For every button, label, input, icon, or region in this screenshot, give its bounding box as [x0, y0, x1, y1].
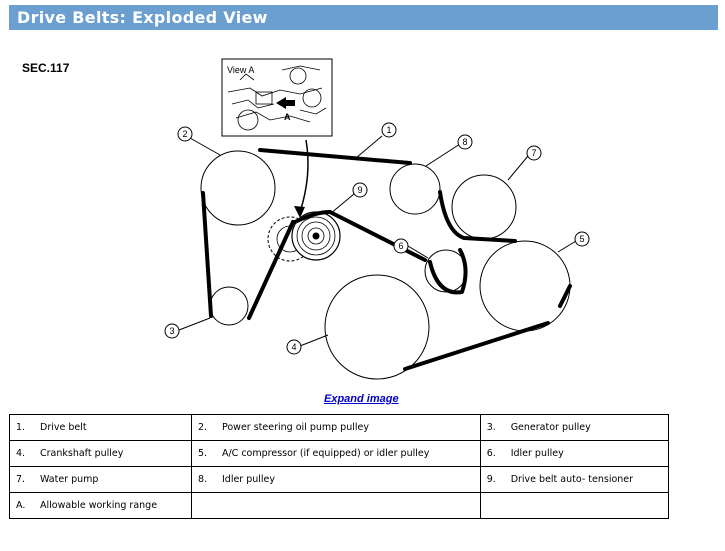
title-bar: Drive Belts: Exploded View: [9, 5, 718, 30]
idler-pulley-8: [389, 163, 441, 215]
table-row: 4. Crankshaft pulley 5. A/C compressor (if…: [9, 440, 670, 467]
legend-num: 7.: [16, 473, 26, 485]
legend-cell: A. Allowable working range: [9, 492, 192, 519]
belt-diagram: View A A: [164, 58, 590, 380]
callout-7: 7: [531, 148, 536, 158]
legend-num: 9.: [486, 473, 496, 485]
table-row: A. Allowable working range: [9, 492, 670, 519]
legend-num: 3.: [486, 421, 496, 433]
legend-num: 5.: [197, 447, 208, 459]
callout-leaders: [178, 135, 577, 347]
callout-5-bubble: [574, 231, 590, 247]
legend-label: Water pump: [40, 473, 99, 485]
legend-cell: [479, 492, 670, 519]
generator-pulley: [209, 286, 249, 326]
legend-label: A/C compressor (if equipped) or idler pu…: [221, 447, 430, 459]
legend-num: 6.: [486, 447, 496, 459]
ac-compressor-pulley: [479, 240, 571, 332]
callout-9-bubble: [352, 182, 368, 198]
callout-3: 3: [169, 326, 174, 336]
power-steering-pulley: [200, 150, 276, 226]
legend-num: 8.: [197, 473, 208, 485]
crankshaft-pulley: [324, 274, 430, 380]
legend-label: Idler pulley: [510, 447, 564, 459]
legend-cell: 1. Drive belt: [9, 414, 192, 441]
callouts: 1 2 3 4 5 6 7 8 9: [164, 122, 590, 355]
legend-cell: 3. Generator pulley: [479, 414, 670, 441]
table-row: 1. Drive belt 2. Power steering oil pump p…: [9, 414, 670, 441]
callout-1-bubble: [381, 122, 397, 138]
callout-8-bubble: [457, 134, 473, 150]
legend-cell: 5. A/C compressor (if equipped) or idler …: [190, 440, 481, 467]
legend-cell: 6. Idler pulley: [479, 440, 670, 467]
callout-5: 5: [579, 234, 584, 244]
callout-1: 1: [386, 125, 391, 135]
view-a-label: View A: [227, 65, 254, 75]
legend-num: 2.: [197, 421, 208, 433]
legend-cell: 2. Power steering oil pump pulley: [190, 414, 481, 441]
expand-image-link[interactable]: Expand image: [324, 393, 399, 405]
callout-4-bubble: [286, 339, 302, 355]
callout-4: 4: [291, 342, 296, 352]
legend-label: Allowable working range: [40, 499, 158, 511]
legend-label: Generator pulley: [510, 421, 591, 433]
legend-cell: 7. Water pump: [9, 466, 192, 493]
callout-7-bubble: [526, 145, 542, 161]
legend-label: Drive belt auto- tensioner: [510, 473, 634, 485]
drive-belt: [201, 148, 572, 371]
callout-6: 6: [398, 241, 403, 251]
view-a-arrow-label: A: [284, 112, 291, 122]
legend-num: A.: [16, 499, 26, 511]
callout-8: 8: [462, 137, 467, 147]
callout-2-bubble: [177, 126, 193, 142]
water-pump-pulley: [451, 174, 517, 240]
auto-tensioner: [267, 211, 341, 262]
section-label: SEC.117: [22, 61, 70, 75]
legend-cell: 9. Drive belt auto- tensioner: [479, 466, 670, 493]
legend-cell: [190, 492, 481, 519]
legend-label: Power steering oil pump pulley: [221, 421, 369, 433]
legend-label: Idler pulley: [221, 473, 276, 485]
legend-cell: 4. Crankshaft pulley: [9, 440, 192, 467]
table-row: 7. Water pump 8. Idler pulley 9. Drive belt…: [9, 466, 670, 493]
legend-cell: 8. Idler pulley: [190, 466, 481, 493]
view-a-inset: View A A: [221, 58, 333, 137]
view-arrow-line: [299, 139, 309, 213]
callout-9: 9: [357, 185, 362, 195]
page-title: Drive Belts: Exploded View: [17, 8, 268, 27]
callout-6-bubble: [393, 238, 409, 254]
callout-3-bubble: [164, 323, 180, 339]
legend-label: Crankshaft pulley: [40, 447, 124, 459]
view-arrow-head: [294, 206, 305, 218]
callout-2: 2: [182, 129, 187, 139]
legend-label: Drive belt: [40, 421, 87, 433]
legend-num: 4.: [16, 447, 26, 459]
legend-num: 1.: [16, 421, 26, 433]
legend-table: 1. Drive belt 2. Power steering oil pump p…: [9, 414, 670, 519]
